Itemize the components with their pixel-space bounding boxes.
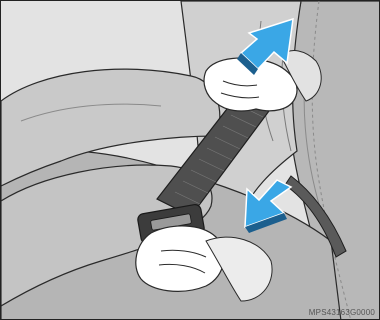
illustration-code: MPS43163G0000 bbox=[309, 308, 375, 317]
lower-hand bbox=[136, 226, 224, 291]
